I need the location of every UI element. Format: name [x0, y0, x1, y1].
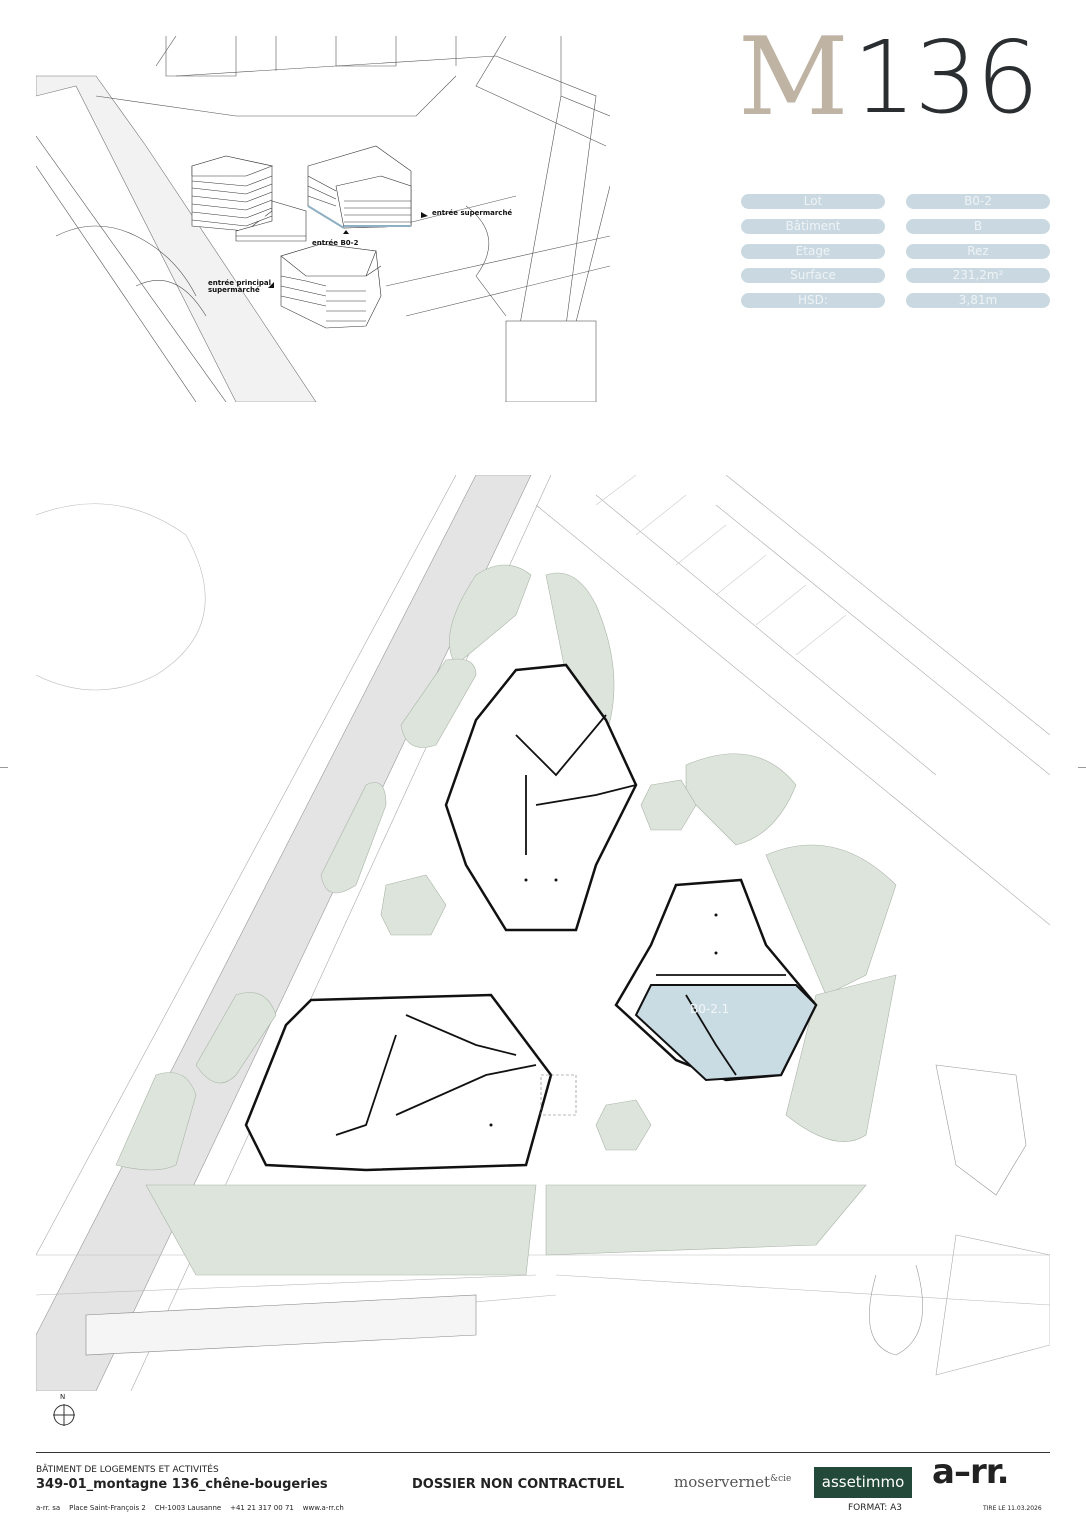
label-entree-principal-2: supermarché [208, 286, 260, 294]
label-entree-principal: entrée principal [208, 279, 271, 287]
info-label-surface: Surface [741, 268, 885, 283]
info-label-lot: Lot [741, 194, 885, 209]
info-label-hsd: HSD: [741, 293, 885, 308]
info-value-hsd: 3,81m [906, 293, 1050, 308]
disclaimer: DOSSIER NON CONTRACTUEL [412, 1477, 625, 1492]
north-arrow-icon [53, 1404, 75, 1426]
info-value-etage: Rez [906, 244, 1050, 259]
info-label-etage: Etage [741, 244, 885, 259]
footer-title: 349-01_montagne 136_chêne-bougeries [36, 1477, 328, 1492]
footer-divider [36, 1452, 1050, 1453]
format-label: FORMAT: A3 [848, 1503, 903, 1513]
info-value-batiment: B [906, 219, 1050, 234]
crop-mark [1078, 767, 1086, 768]
site-plan [36, 475, 1050, 1391]
brand-logo: a–rr. [932, 1452, 1010, 1492]
north-label: N [60, 1393, 66, 1401]
info-value-lot: B0-2 [906, 194, 1050, 209]
building-a [444, 663, 638, 932]
logo-number: 136 [852, 19, 1040, 136]
project-logo: M 136 [738, 15, 1040, 140]
footer-address: a-rr. sa Place Saint-François 2 CH-1003 … [36, 1504, 344, 1512]
label-entree-b02: entrée B0-2 [312, 239, 359, 247]
label-entree-supermarche: entrée supermarché [432, 209, 513, 217]
partner1-name: moservernet [674, 1473, 771, 1491]
partner1-suffix: &cie [770, 1474, 792, 1484]
info-label-batiment: Bâtiment [741, 219, 885, 234]
building-c [244, 993, 553, 1172]
logo-letter: M [738, 15, 849, 140]
crop-mark [0, 767, 8, 768]
print-date: TIRE LE 11.03.2026 [983, 1505, 1042, 1512]
footer-subtitle: BÂTIMENT DE LOGEMENTS ET ACTIVITÉS [36, 1465, 219, 1475]
unit-label: B0-2.1 [690, 1002, 730, 1016]
partner-logo-assetimmo: assetimmo [814, 1467, 912, 1498]
info-value-surface: 231,2m² [906, 268, 1050, 283]
partner-logo-moservernet: moservernet&cie [674, 1473, 791, 1491]
unit-b0-2-1[interactable] [634, 984, 818, 1082]
axonometric-view [36, 36, 610, 402]
